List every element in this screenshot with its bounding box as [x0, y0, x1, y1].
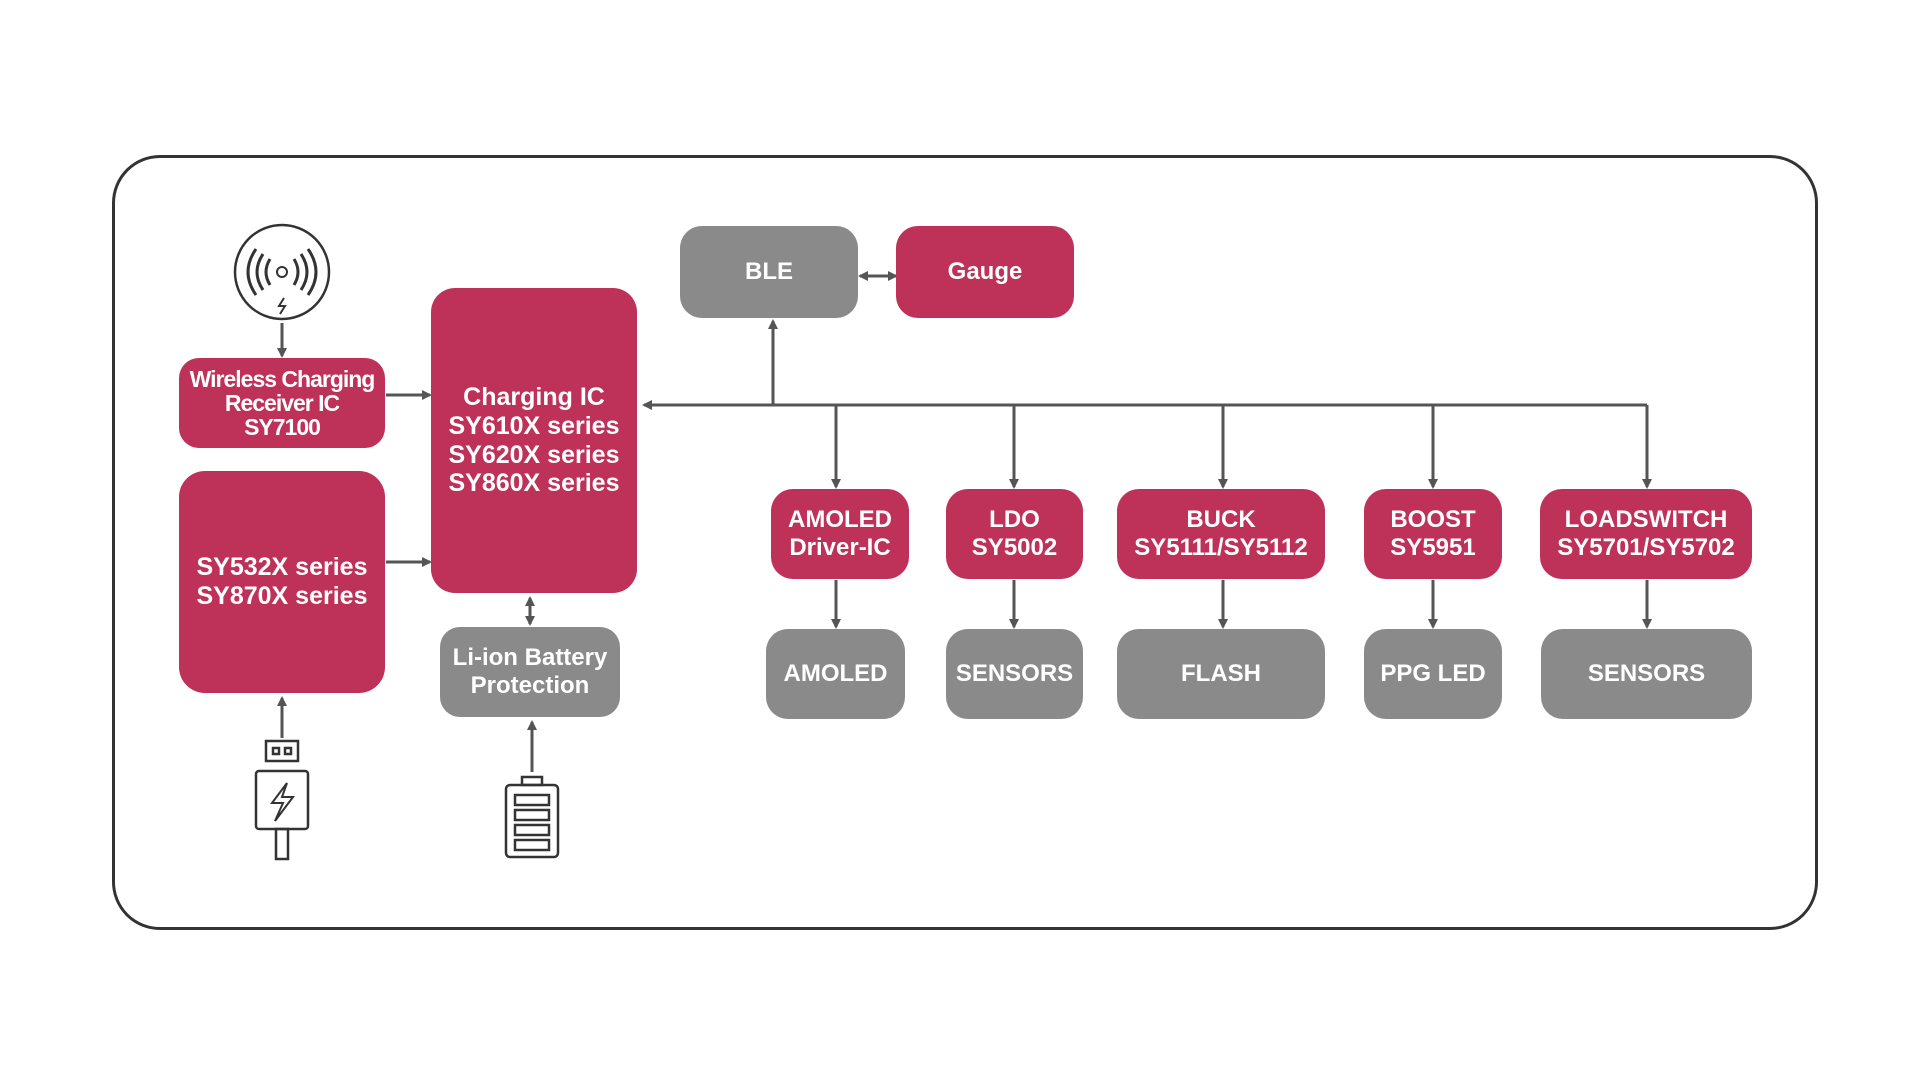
buck-line-2: SY5111/SY5112	[1134, 534, 1308, 561]
sensors-block-1: SENSORS	[946, 629, 1083, 719]
sensors-label-2: SENSORS	[1587, 660, 1706, 688]
amoled-label: AMOLED	[783, 660, 888, 688]
battery-protection-line-1: Li-ion Battery	[452, 644, 608, 672]
ble-label: BLE	[745, 258, 793, 286]
gauge-label: Gauge	[947, 258, 1023, 286]
wireless-receiver-line-3: SY7100	[244, 414, 321, 441]
wireless-receiver-line-1: Wireless Charging	[189, 365, 376, 392]
battery-protection-block: Li-ion Battery Protection	[440, 627, 620, 717]
sensors-label-1: SENSORS	[955, 660, 1074, 688]
wireless-receiver-line-2: Receiver IC	[224, 389, 340, 416]
sy532-line-1: SY532X series	[196, 553, 368, 582]
charging-ic-line-4: SY860X series	[448, 469, 620, 498]
sy532-line-2: SY870X series	[196, 582, 368, 610]
loadswitch-line-2: SY5701/SY5702	[1557, 534, 1735, 561]
ldo-line-1: LDO	[989, 506, 1040, 534]
ldo-block: LDO SY5002	[946, 489, 1083, 579]
battery-protection-line-2: Protection	[470, 672, 590, 699]
amoled-block: AMOLED	[766, 629, 905, 719]
sy532-block: SY532X series SY870X series	[179, 471, 385, 693]
buck-line-1: BUCK	[1186, 506, 1256, 534]
boost-block: BOOST SY5951	[1364, 489, 1502, 579]
flash-label: FLASH	[1181, 660, 1261, 688]
charging-ic-line-3: SY620X series	[448, 440, 620, 469]
gauge-block: Gauge	[896, 226, 1074, 318]
amoled-driver-line-2: Driver-IC	[789, 534, 891, 561]
boost-line-1: BOOST	[1390, 506, 1476, 534]
buck-block: BUCK SY5111/SY5112	[1117, 489, 1325, 579]
boost-line-2: SY5951	[1390, 534, 1476, 561]
sensors-block-2: SENSORS	[1541, 629, 1752, 719]
charging-ic-line-1: Charging IC	[463, 383, 605, 411]
loadswitch-line-1: LOADSWITCH	[1564, 506, 1728, 534]
wireless-receiver-block: Wireless Charging Receiver IC SY7100	[179, 358, 385, 448]
ppg-led-block: PPG LED	[1364, 629, 1502, 719]
ble-block: BLE	[680, 226, 858, 318]
amoled-driver-line-1: AMOLED	[788, 506, 892, 534]
usb-charger-icon	[254, 739, 310, 861]
ldo-line-2: SY5002	[971, 534, 1058, 561]
battery-icon	[504, 775, 560, 859]
wireless-charger-icon	[233, 223, 331, 321]
flash-block: FLASH	[1117, 629, 1325, 719]
charging-ic-block: Charging IC SY610X series SY620X series …	[431, 288, 637, 593]
diagram-frame	[112, 155, 1818, 930]
charging-ic-line-2: SY610X series	[448, 411, 620, 440]
ppg-led-label: PPG LED	[1380, 660, 1486, 688]
amoled-driver-block: AMOLED Driver-IC	[771, 489, 909, 579]
loadswitch-block: LOADSWITCH SY5701/SY5702	[1540, 489, 1752, 579]
